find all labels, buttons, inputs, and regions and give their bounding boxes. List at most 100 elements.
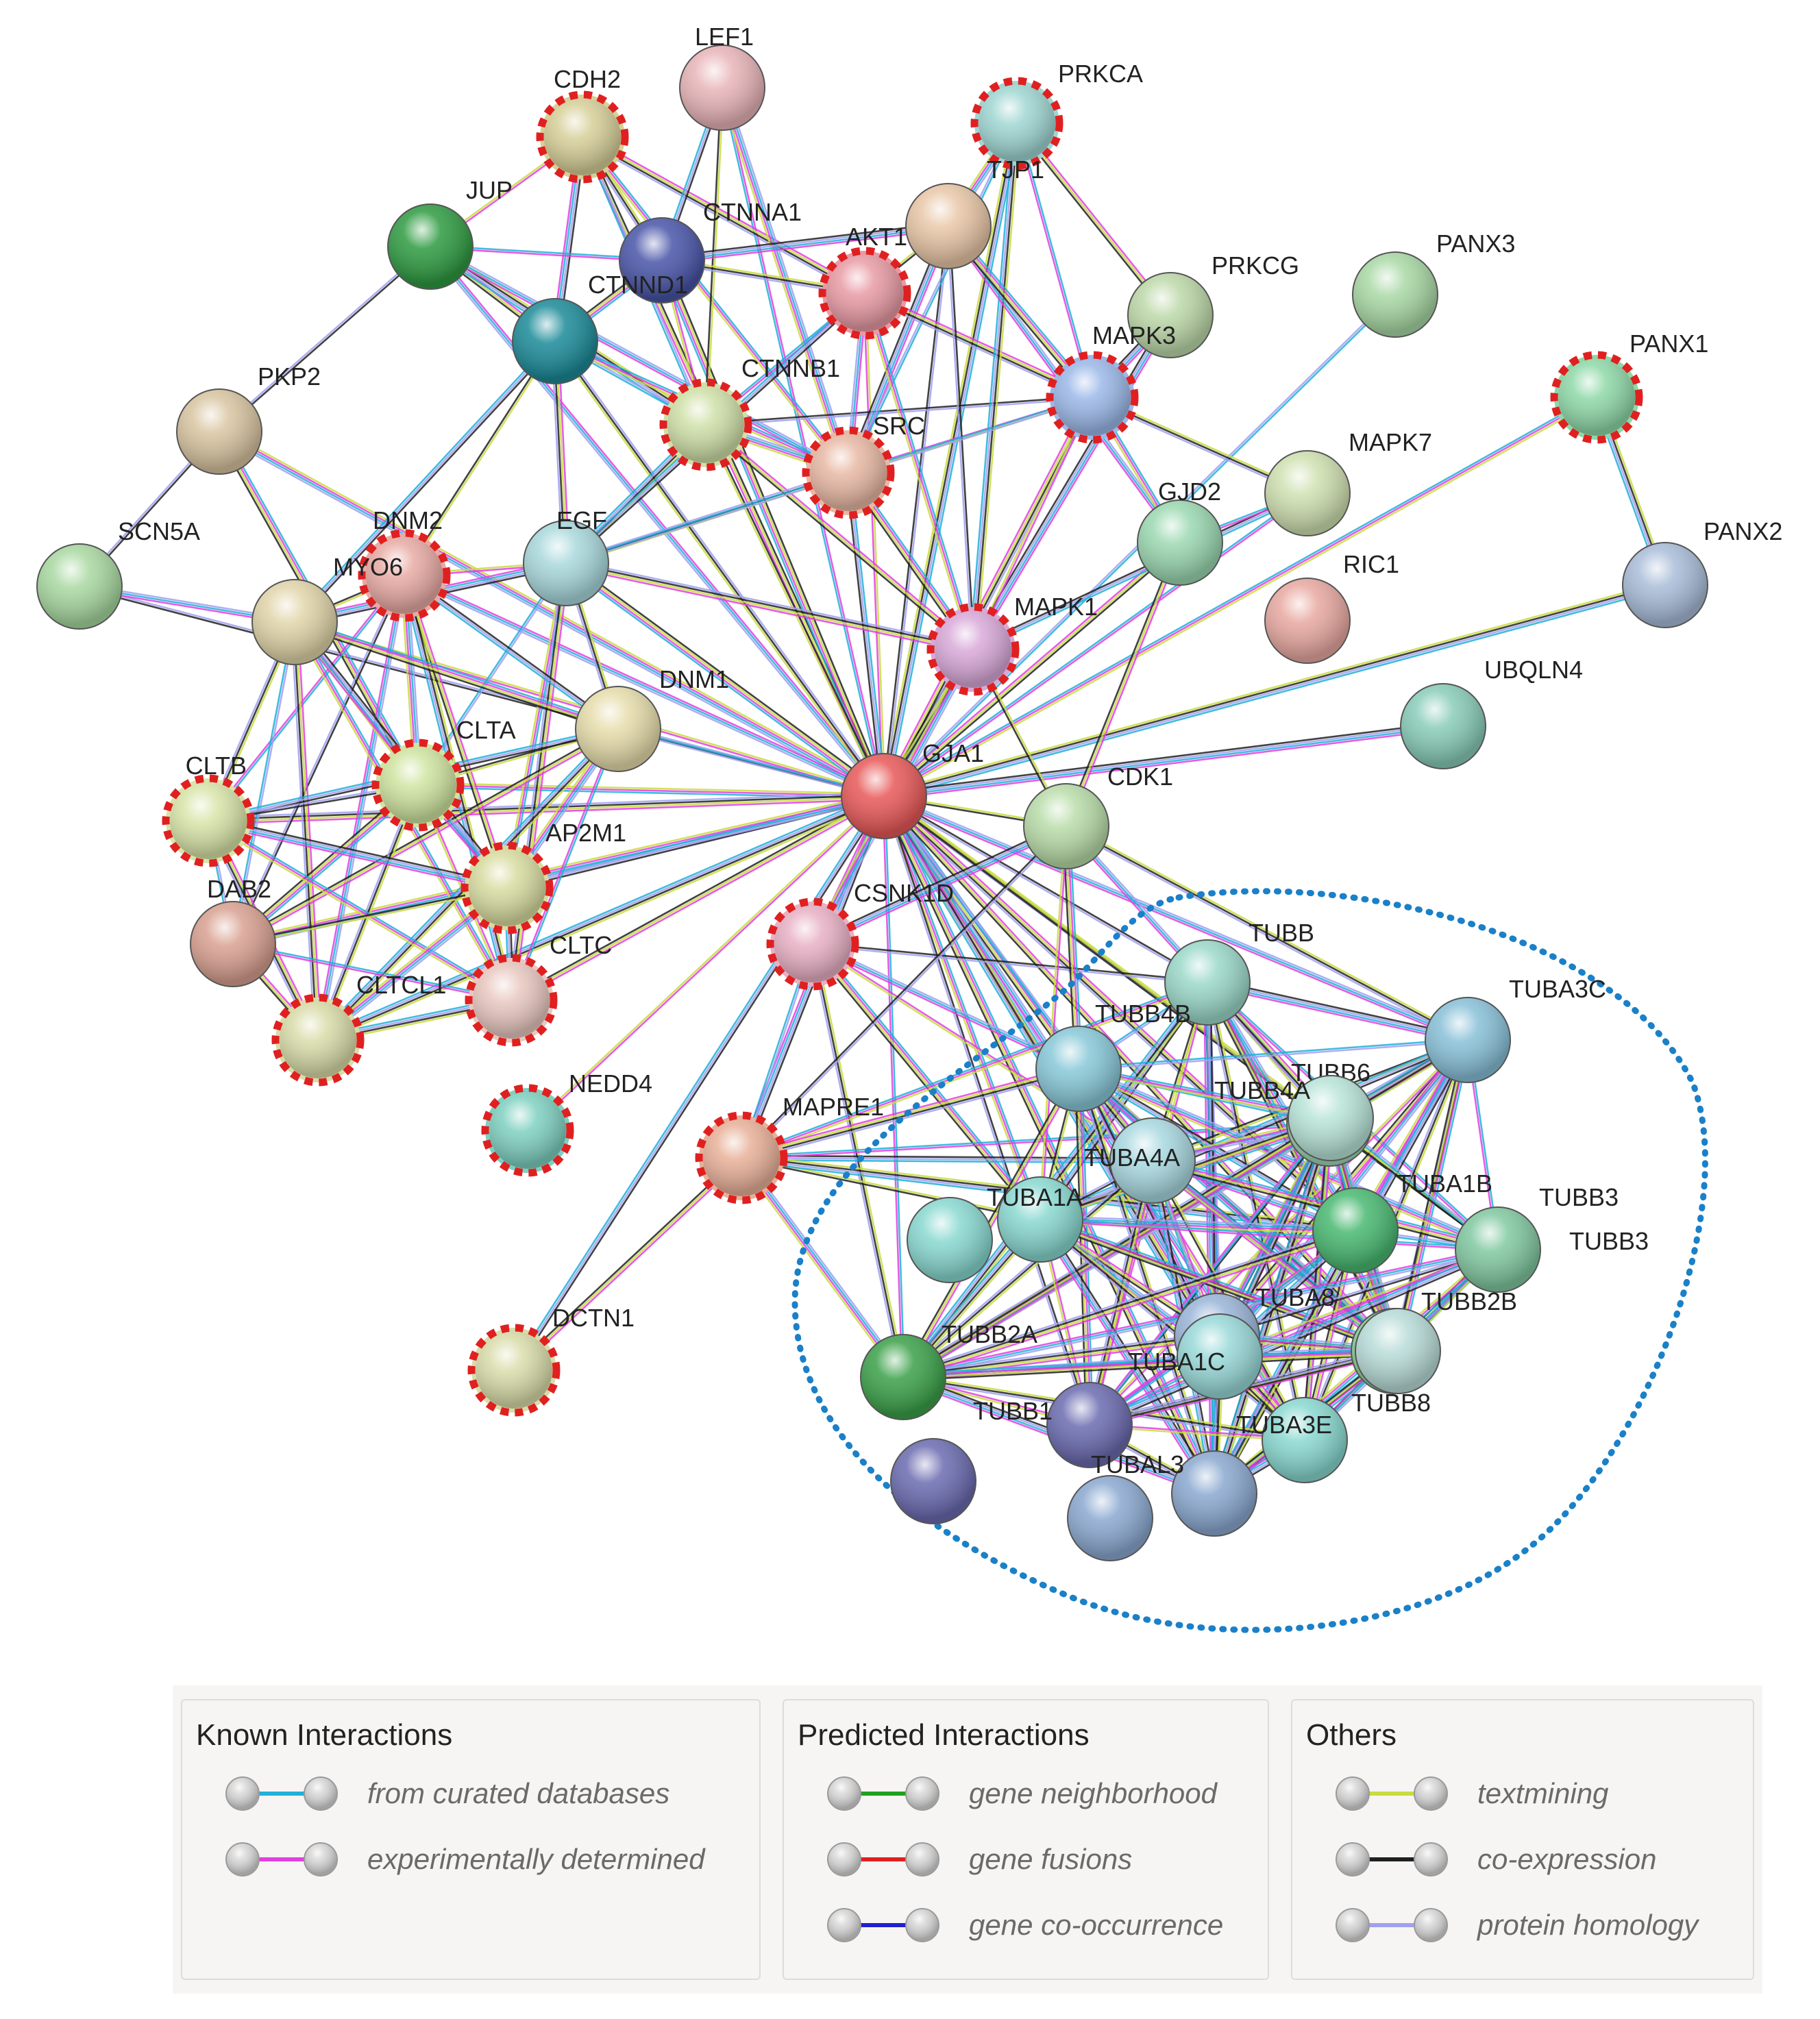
node-tubb[interactable]: TUBB xyxy=(1164,919,1314,1026)
node-tjp1[interactable]: TJP1 xyxy=(905,156,1044,269)
node-tubb4b[interactable]: TUBB4B xyxy=(1035,1000,1191,1112)
edge-line xyxy=(1398,1040,1470,1352)
edge-gja1-ctnna1 xyxy=(658,258,888,798)
edge-line xyxy=(583,133,867,291)
edge-line xyxy=(882,123,1017,796)
node-pkp2[interactable]: PKP2 xyxy=(176,362,321,475)
edge-line xyxy=(231,726,618,943)
node-myo6[interactable]: MYO6 xyxy=(251,553,403,665)
legend-others-title: Others xyxy=(1306,1718,1397,1752)
node-highlight xyxy=(979,85,1055,162)
node-label: TUBB xyxy=(1249,919,1314,947)
node-highlight xyxy=(907,184,990,268)
node-tubb2a[interactable]: TUBB2A xyxy=(860,1320,1037,1420)
node-ap2m1[interactable]: AP2M1 xyxy=(460,819,626,934)
node-extra[interactable] xyxy=(1067,1475,1153,1561)
edge-line xyxy=(811,944,1040,1221)
node-tubb4a[interactable]: TUBB4A xyxy=(1214,1075,1374,1161)
node-mapk3[interactable]: MAPK3 xyxy=(1046,321,1176,444)
node-lef1[interactable]: LEF1 xyxy=(679,23,765,131)
node-mapk1[interactable]: MAPK1 xyxy=(926,593,1098,696)
node-cltc[interactable]: CLTC xyxy=(465,931,612,1047)
node-egf[interactable]: EGF xyxy=(523,506,609,606)
node-src[interactable]: SRC xyxy=(802,412,925,519)
node-tubb8[interactable]: TUBB8 xyxy=(1351,1308,1441,1417)
edge-line xyxy=(218,432,884,798)
node-panx1[interactable]: PANX1 xyxy=(1550,330,1708,444)
edge-line xyxy=(662,259,886,796)
node-csnk1d[interactable]: CSNK1D xyxy=(766,879,954,991)
node-label: TUBB3 xyxy=(1539,1183,1619,1211)
node-gjd2[interactable]: GJD2 xyxy=(1137,478,1223,586)
edge-line xyxy=(883,797,1468,1043)
node-tuba1b[interactable]: TUBA1B xyxy=(1312,1169,1492,1274)
legend-ball-highlight xyxy=(1337,1844,1368,1875)
node-mapk7[interactable]: MAPK7 xyxy=(1264,428,1432,536)
node-tuba3e[interactable]: TUBA3E xyxy=(1236,1397,1348,1483)
legend-item-coexpression: co-expression xyxy=(1333,1839,1656,1880)
node-prkcg[interactable]: PRKCG xyxy=(1127,251,1299,358)
edge-line xyxy=(1077,1069,1498,1252)
node-tuba4a[interactable]: TUBA4A xyxy=(1084,1117,1196,1204)
node-prkca[interactable]: PRKCA xyxy=(970,60,1143,170)
edge-line xyxy=(1078,1068,1399,1352)
node-tuba3c[interactable]: TUBA3C xyxy=(1425,975,1606,1083)
edge-line xyxy=(402,340,555,575)
edge-line xyxy=(904,1233,1357,1381)
node-jup[interactable]: JUP xyxy=(387,176,513,290)
legend-item-gene-fusions: gene fusions xyxy=(825,1839,1132,1880)
edge-line xyxy=(563,565,883,800)
node-clta[interactable]: CLTA xyxy=(371,716,516,832)
edge-line xyxy=(902,1226,1355,1375)
edge-line xyxy=(884,795,1092,1425)
edge-line xyxy=(904,1069,1081,1379)
edge-cdk1-tuba1a xyxy=(1038,826,1068,1220)
node-ctnna1[interactable]: CTNNA1 xyxy=(619,198,802,304)
node-highlight xyxy=(908,1198,992,1282)
node-highlight xyxy=(473,962,550,1039)
node-dctn1[interactable]: DCTN1 xyxy=(467,1304,635,1417)
edge-mapk1-egf xyxy=(565,559,974,654)
node-dnm2[interactable]: DNM2 xyxy=(358,506,451,622)
node-label: UBQLN4 xyxy=(1484,656,1583,684)
node-cltb[interactable]: CLTB xyxy=(162,752,255,867)
node-gja1[interactable]: GJA1 xyxy=(841,739,984,839)
node-ubqln4[interactable]: UBQLN4 xyxy=(1400,656,1583,769)
edge-sample-icon xyxy=(827,1842,939,1876)
edge-line xyxy=(972,492,1308,651)
node-nedd4[interactable]: NEDD4 xyxy=(481,1069,652,1177)
node-tuba1a[interactable]: TUBA1A xyxy=(987,1176,1083,1263)
node-cltcl1[interactable]: CLTCL1 xyxy=(271,971,446,1087)
node-tubb1[interactable]: TUBB1 xyxy=(973,1382,1133,1468)
node-tubb3[interactable]: TUBB3 xyxy=(1455,1183,1619,1293)
node-dab2[interactable]: DAB2 xyxy=(190,875,276,987)
node-panx2[interactable]: PANX2 xyxy=(1622,517,1782,628)
edge-line xyxy=(1077,1071,1497,1254)
node-extra[interactable] xyxy=(890,1438,976,1524)
legend-ball-highlight xyxy=(907,1844,938,1875)
edge-ap2m1-dab2 xyxy=(232,886,508,946)
edge-csnk1d-tuba1a xyxy=(809,941,1044,1222)
edge-csnk1d-cdk1 xyxy=(811,822,1068,948)
edge-line xyxy=(813,942,1208,982)
node-dnm1[interactable]: DNM1 xyxy=(575,665,729,772)
node-ctnnd1[interactable]: CTNND1 xyxy=(512,271,688,384)
node-mapre1[interactable]: MAPRE1 xyxy=(695,1093,884,1204)
edge-line xyxy=(295,618,619,727)
node-akt1[interactable]: AKT1 xyxy=(818,223,911,340)
node-ric1[interactable]: RIC1 xyxy=(1264,550,1399,664)
edge-line xyxy=(901,1158,1152,1376)
node-panx3[interactable]: PANX3 xyxy=(1352,230,1515,338)
edge-line xyxy=(404,341,557,577)
node-tuba1c[interactable]: TUBA1C xyxy=(1128,1313,1263,1400)
node-scn5a[interactable]: SCN5A xyxy=(36,517,200,630)
node-ctnnb1[interactable]: CTNNB1 xyxy=(659,354,840,471)
node-cdk1[interactable]: CDK1 xyxy=(1023,763,1173,869)
edge-line xyxy=(662,228,949,265)
node-tubal3[interactable]: TUBAL3 xyxy=(1091,1450,1257,1537)
node-cdh2[interactable]: CDH2 xyxy=(536,65,629,184)
edge-line xyxy=(741,983,1209,1161)
edge-line xyxy=(740,979,1207,1157)
node-extra[interactable] xyxy=(907,1197,993,1283)
edge-cltb-ap2m1 xyxy=(207,817,508,892)
